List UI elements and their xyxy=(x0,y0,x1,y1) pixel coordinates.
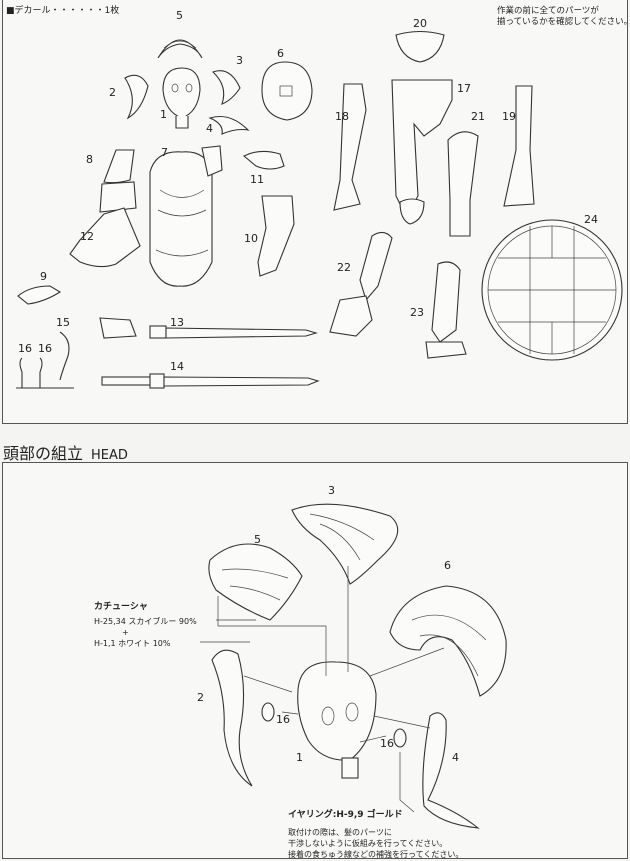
part-num: 20 xyxy=(413,17,427,30)
katyusha-callout: カチューシャ H-25,34 スカイブルー 90% + H-1,1 ホワイト 1… xyxy=(94,602,197,649)
part-num: 8 xyxy=(86,153,93,166)
katyusha-color-2: H-1,1 ホワイト 10% xyxy=(94,639,171,648)
part-num: 14 xyxy=(170,360,184,373)
section-title: 頭部の組立 HEAD xyxy=(3,440,128,464)
head-part-num: 16 xyxy=(380,737,394,750)
part-num: 2 xyxy=(109,86,116,99)
part-num: 18 xyxy=(335,110,349,123)
katyusha-label: カチューシャ xyxy=(94,602,148,612)
earring-note-1: 取付けの際は、髪のパーツに xyxy=(288,828,392,837)
part-num: 23 xyxy=(410,306,424,319)
part-num: 19 xyxy=(502,110,516,123)
section-title-en: HEAD xyxy=(91,448,128,463)
part-num: 22 xyxy=(337,261,351,274)
part-num: 4 xyxy=(206,122,213,135)
part-num: 13 xyxy=(170,316,184,329)
head-part-num: 5 xyxy=(254,533,261,546)
part-num: 16 xyxy=(18,342,32,355)
part-num: 17 xyxy=(457,82,471,95)
part-num: 24 xyxy=(584,213,598,226)
parts-check-note-2: 揃っているかを確認してください。 xyxy=(497,17,630,27)
part-num: 12 xyxy=(80,230,94,243)
part-num: 7 xyxy=(161,146,168,159)
earring-callout: イヤリング:H-9,9 ゴールド 取付けの際は、髪のパーツに 干渉しないように仮… xyxy=(288,810,463,860)
part-num: 21 xyxy=(471,110,485,123)
part-num: 9 xyxy=(40,270,47,283)
part-num: 11 xyxy=(250,173,264,186)
part-num: 1 xyxy=(160,108,167,121)
head-part-num: 16 xyxy=(276,713,290,726)
part-num: 16 xyxy=(38,342,52,355)
decal-count: ■デカール・・・・・・1枚 xyxy=(6,6,120,16)
head-part-num: 6 xyxy=(444,559,451,572)
katyusha-plus: + xyxy=(122,628,129,637)
part-num: 10 xyxy=(244,232,258,245)
earring-note-2: 干渉しないように仮組みを行ってください。 xyxy=(288,839,448,848)
katyusha-color-1: H-25,34 スカイブルー 90% xyxy=(94,617,197,626)
head-part-num: 4 xyxy=(452,751,459,764)
part-num: 3 xyxy=(236,54,243,67)
earring-note-3: 接着の食ちゅう線などの補強を行ってください。 xyxy=(288,850,464,859)
section-title-ja: 頭部の組立 xyxy=(3,444,84,463)
head-part-num: 3 xyxy=(328,484,335,497)
earring-label: イヤリング:H-9,9 ゴールド xyxy=(288,810,403,820)
head-part-num: 1 xyxy=(296,751,303,764)
parts-check-note-1: 作業の前に全てのパーツが xyxy=(497,6,599,16)
part-num: 15 xyxy=(56,316,70,329)
head-part-num: 2 xyxy=(197,691,204,704)
part-num: 6 xyxy=(277,47,284,60)
part-num: 5 xyxy=(176,9,183,22)
